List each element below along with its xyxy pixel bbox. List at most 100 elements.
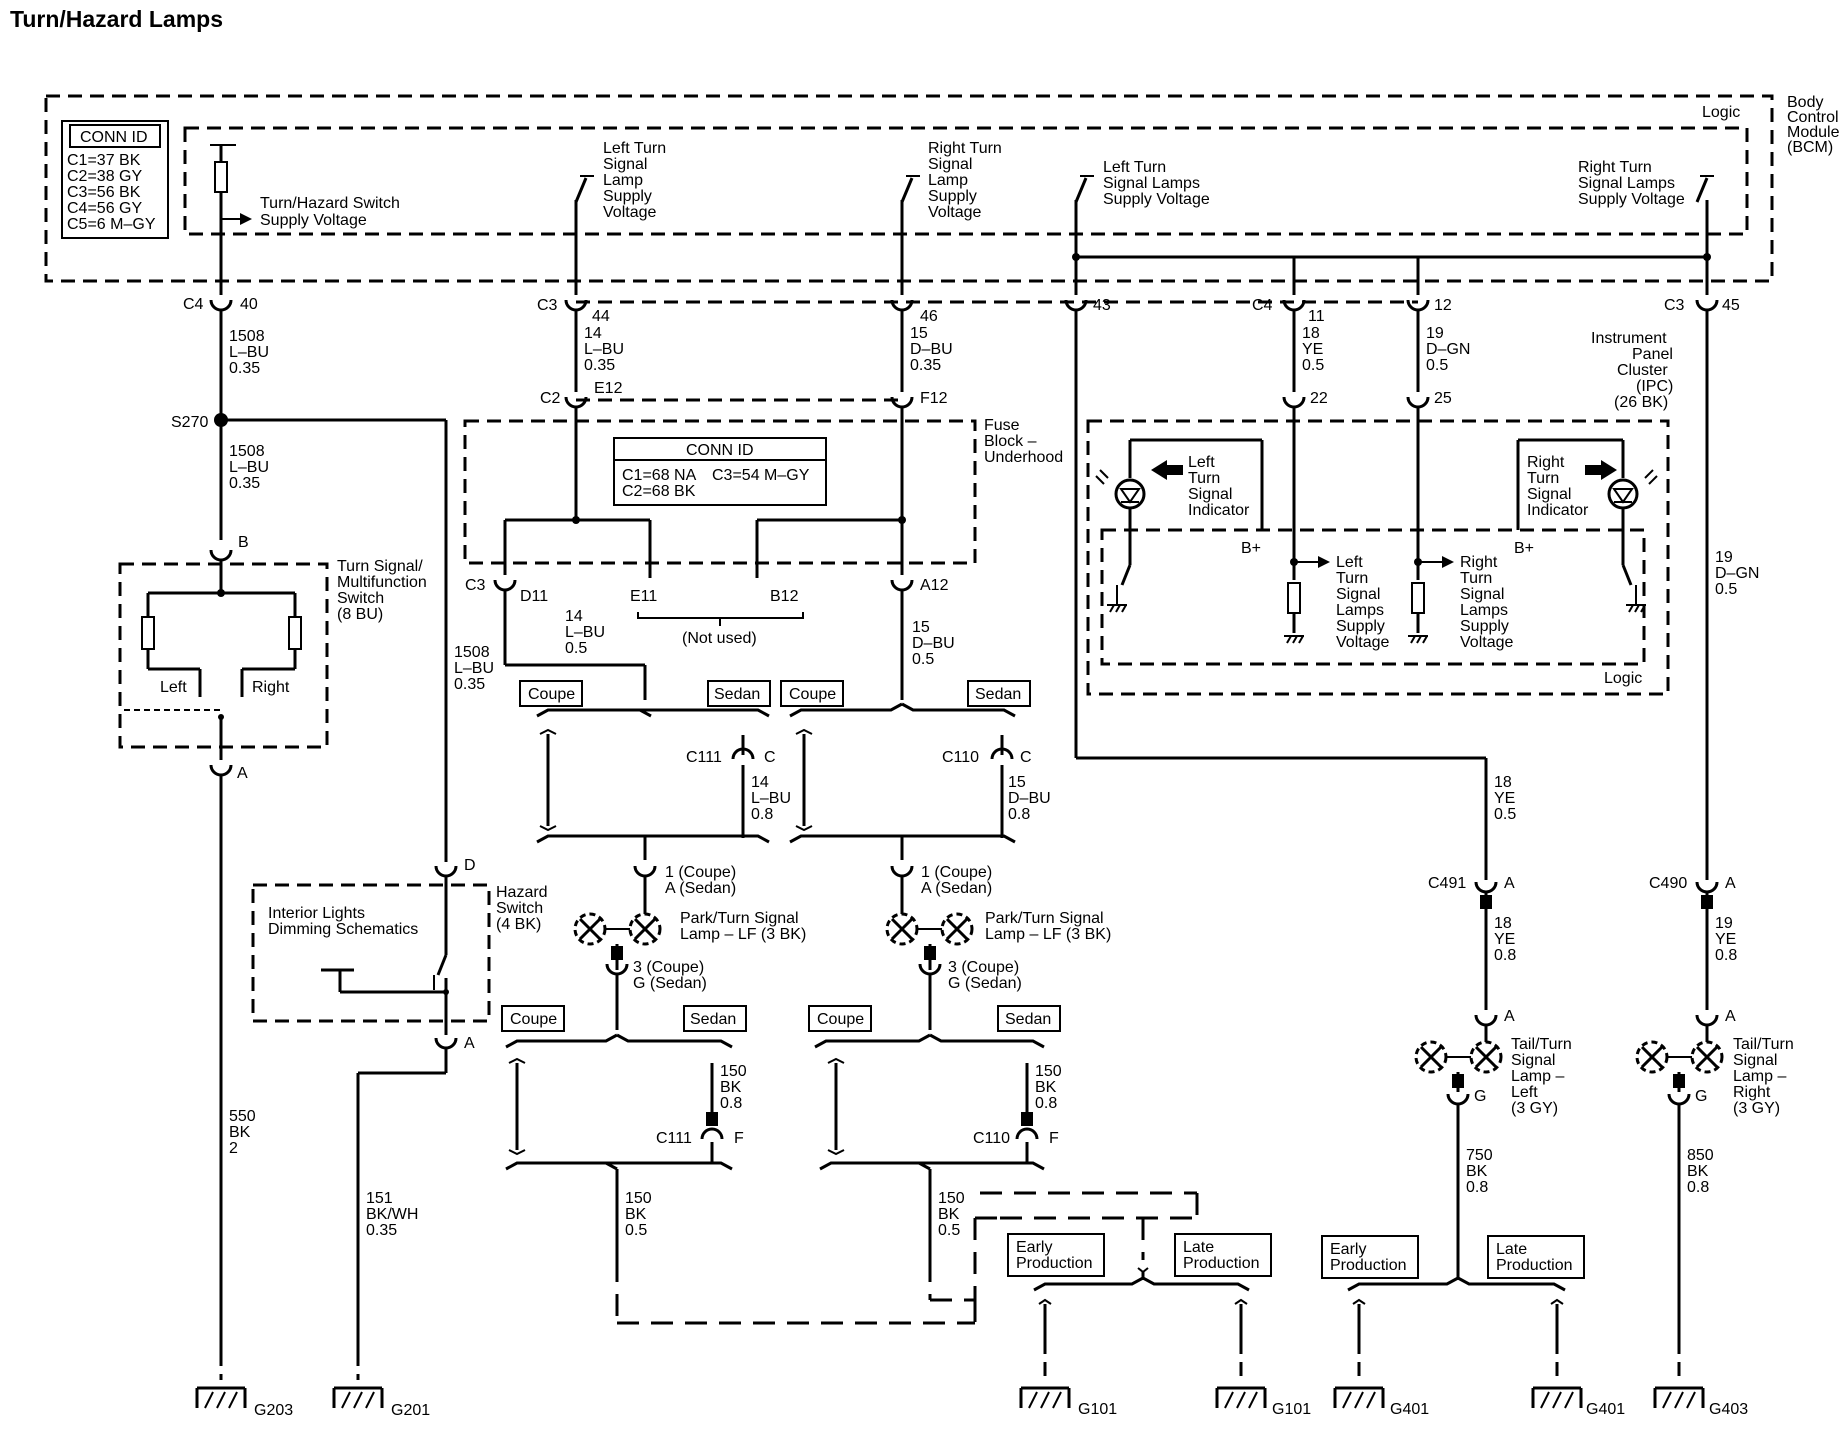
svg-text:0.8: 0.8 — [1494, 947, 1516, 964]
svg-text:Production: Production — [1183, 1255, 1260, 1272]
svg-text:YE: YE — [1302, 341, 1323, 358]
svg-text:Panel: Panel — [1632, 346, 1673, 363]
svg-text:Signal: Signal — [603, 156, 647, 173]
hazard-switch-internals — [321, 865, 458, 1380]
wire-label-14-mid: 14 L–BU 0.5 — [565, 608, 605, 657]
svg-text:(Not used): (Not used) — [682, 630, 757, 647]
wire-label-1508-right: 1508 L–BU 0.35 — [454, 644, 494, 693]
lf-lamp-pin3: 3 (Coupe) G (Sedan) — [633, 959, 707, 992]
svg-text:BK/WH: BK/WH — [366, 1206, 418, 1223]
hazard-switch-label: Hazard Switch (4 BK) — [496, 884, 548, 933]
bcm-conn-id-table: CONN ID C1=37 BK C2=38 GY C3=56 BK C4=56… — [61, 120, 169, 239]
svg-text:151: 151 — [366, 1190, 393, 1207]
wire-label-14-low: 14 L–BU 0.8 — [751, 774, 791, 823]
wire-19-rear-right — [1695, 310, 1719, 1042]
svg-text:G (Sedan): G (Sedan) — [633, 975, 707, 992]
turn-switch-left: Left — [160, 679, 187, 696]
svg-text:Signal: Signal — [928, 156, 972, 173]
svg-text:Fuse: Fuse — [984, 417, 1020, 434]
svg-text:YE: YE — [1494, 790, 1515, 807]
conn-c4b-label: C4 — [1252, 297, 1273, 314]
ground-g101-a: G101 — [1078, 1401, 1117, 1418]
svg-text:L–BU: L–BU — [565, 624, 605, 641]
svg-text:18: 18 — [1494, 774, 1512, 791]
svg-text:Signal Lamps: Signal Lamps — [1103, 175, 1200, 192]
svg-text:Right: Right — [1460, 554, 1498, 571]
conn-pin-f12: F12 — [920, 390, 948, 407]
svg-text:C: C — [764, 749, 776, 766]
svg-text:Lamps: Lamps — [1336, 602, 1384, 619]
hazard-pin-a: A — [464, 1035, 475, 1052]
wire-label-550: 550 BK 2 — [229, 1108, 256, 1157]
svg-text:550: 550 — [229, 1108, 256, 1125]
svg-text:Sedan: Sedan — [1005, 1011, 1051, 1028]
wire-label-19-ipc: 19 D–GN 0.5 — [1426, 325, 1470, 374]
ground-g101-b: G101 — [1272, 1401, 1311, 1418]
svg-text:Dimming Schematics: Dimming Schematics — [268, 921, 418, 938]
svg-text:(IPC): (IPC) — [1636, 378, 1673, 395]
svg-text:0.5: 0.5 — [565, 640, 587, 657]
conn-pin-46: 46 — [920, 308, 938, 325]
svg-text:0.5: 0.5 — [938, 1222, 960, 1239]
svg-text:Voltage: Voltage — [1336, 634, 1389, 651]
svg-text:Control: Control — [1787, 109, 1839, 126]
svg-text:Module: Module — [1787, 124, 1840, 141]
ipc-logic-label: Logic — [1604, 670, 1642, 687]
svg-text:A: A — [1504, 875, 1515, 892]
turn-switch-pin-b: B — [238, 534, 249, 551]
svg-text:Signal: Signal — [1460, 586, 1504, 603]
wire-14-column — [493, 310, 902, 700]
svg-text:C3=54 M–GY: C3=54 M–GY — [712, 467, 810, 484]
svg-text:C2=38 GY: C2=38 GY — [67, 168, 142, 185]
hazard-pin-d: D — [464, 857, 476, 874]
svg-text:(8 BU): (8 BU) — [337, 606, 383, 623]
svg-text:Body: Body — [1787, 94, 1823, 111]
svg-text:750: 750 — [1466, 1147, 1493, 1164]
svg-text:Hazard: Hazard — [496, 884, 548, 901]
conn-c110-c: C110 C — [942, 749, 1032, 766]
wire-18-rear-left — [1074, 310, 1498, 1042]
svg-text:L–BU: L–BU — [229, 459, 269, 476]
svg-text:Switch: Switch — [337, 590, 384, 607]
conn-pin-e12: E12 — [594, 380, 623, 397]
svg-text:0.5: 0.5 — [1494, 806, 1516, 823]
svg-text:Turn/Hazard Switch: Turn/Hazard Switch — [260, 195, 400, 212]
svg-text:Production: Production — [1016, 1255, 1093, 1272]
svg-text:14: 14 — [584, 325, 602, 342]
svg-text:Left: Left — [1336, 554, 1363, 571]
svg-text:Lamp –: Lamp – — [1733, 1068, 1786, 1085]
svg-text:(BCM): (BCM) — [1787, 139, 1833, 156]
svg-text:C: C — [1020, 749, 1032, 766]
conn-pin-e11: E11 — [630, 588, 657, 605]
svg-text:0.5: 0.5 — [1715, 581, 1737, 598]
svg-text:150: 150 — [1035, 1063, 1062, 1080]
coupe-sedan-branch-rf: Coupe Sedan — [780, 680, 1031, 893]
ipc-outline — [1086, 419, 1670, 696]
svg-text:Supply Voltage: Supply Voltage — [1103, 191, 1210, 208]
park-turn-lamp-lf-right: Park/Turn Signal Lamp – LF (3 BK) — [885, 893, 1111, 1030]
svg-text:Block –: Block – — [984, 433, 1037, 450]
svg-text:Left: Left — [1188, 454, 1215, 471]
ipc-left-supply: Left Turn Signal Lamps Supply Voltage — [1283, 554, 1389, 651]
svg-text:Early: Early — [1016, 1239, 1052, 1256]
svg-text:19: 19 — [1715, 915, 1733, 932]
svg-text:C1=68 NA: C1=68 NA — [622, 467, 697, 484]
ipc-label: Instrument Panel Cluster (IPC) (26 BK) — [1591, 330, 1673, 411]
wire-label-150-rf: 150 BK 0.8 — [1035, 1063, 1062, 1112]
tail-left-pin-g: G — [1474, 1088, 1486, 1105]
svg-text:Left: Left — [1511, 1084, 1538, 1101]
svg-text:Sedan: Sedan — [690, 1011, 736, 1028]
conn-pin-b12: B12 — [770, 588, 799, 605]
svg-text:A (Sedan): A (Sedan) — [665, 880, 736, 897]
ground-g403: G403 — [1709, 1401, 1748, 1418]
ipc-pin-22: 22 — [1310, 390, 1328, 407]
turn-switch-label: Turn Signal/ Multifunction Switch (8 BU) — [337, 558, 427, 623]
svg-text:0.35: 0.35 — [910, 357, 941, 374]
svg-text:YE: YE — [1715, 931, 1736, 948]
svg-text:Left Turn: Left Turn — [603, 140, 666, 157]
lf-lamp-pin1: 1 (Coupe) A (Sedan) — [665, 864, 736, 897]
svg-text:Supply: Supply — [603, 188, 652, 205]
svg-text:CONN ID: CONN ID — [686, 442, 754, 459]
wire-label-151: 151 BK/WH 0.35 — [366, 1190, 418, 1239]
bcm-turn-hazard-supply: Turn/Hazard Switch Supply Voltage — [210, 144, 400, 295]
